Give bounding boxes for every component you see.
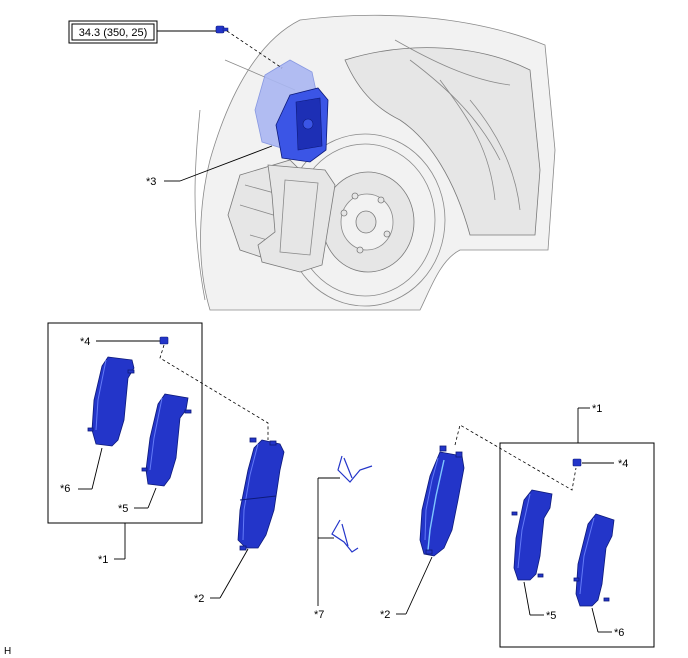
callout-7-label: *7	[314, 609, 324, 621]
callout-6-left-label: *6	[60, 483, 70, 495]
clip-alignment-line-left	[159, 344, 269, 440]
wheel-stud	[383, 230, 391, 238]
anti-squeal-spring-lower	[331, 519, 359, 553]
caliper-bolt	[215, 25, 229, 34]
pad-backing-right-kit	[511, 489, 553, 581]
callout-1-right-label: *1	[592, 403, 602, 415]
inner-liner	[344, 47, 541, 236]
callout-5-right-label: *5	[546, 610, 556, 622]
disc-pad-left	[237, 437, 285, 551]
wheel-stud	[377, 196, 385, 204]
torque-spec-label: 34.3 (350, 25)	[68, 20, 216, 44]
diagram-code: H	[4, 646, 11, 657]
anti-squeal-spring-upper	[337, 455, 373, 483]
brake-assembly-illustration	[194, 14, 556, 311]
callout-4-left-label: *4	[80, 336, 90, 348]
bolt-alignment-line	[226, 30, 283, 69]
hub-center	[355, 210, 377, 234]
callout-2-right-label: *2	[380, 609, 390, 621]
disc-pad-right	[419, 445, 465, 557]
pad-kit-right: *1 *4 *5 *6	[499, 403, 655, 648]
wheel-stud	[356, 246, 364, 254]
pad-shim-left-kit	[87, 356, 135, 447]
caliper-bracket	[257, 164, 336, 273]
callout-6-right-label: *6	[614, 627, 624, 639]
callout-3-label: *3	[146, 176, 156, 188]
torque-spec-text: 34.3 (350, 25)	[79, 27, 148, 39]
wear-indicator-clip-left	[159, 336, 169, 345]
callout-1-left-label: *1	[98, 554, 108, 566]
callout-4-right-label: *4	[618, 458, 628, 470]
pad-kit-left: *4 *6 *5 *1	[47, 322, 203, 566]
wheel-stud	[340, 209, 348, 217]
kit-box-right	[499, 442, 655, 648]
callout-5-left-label: *5	[118, 503, 128, 515]
callout-2-left-label: *2	[194, 593, 204, 605]
callout-3: *3	[146, 145, 273, 188]
wheel-stud	[351, 192, 359, 200]
pad-shim-right-kit	[573, 513, 615, 607]
pad-backing-left-kit	[141, 393, 192, 487]
wear-indicator-clip-right	[572, 458, 582, 467]
clip-alignment-line-right	[454, 424, 577, 491]
